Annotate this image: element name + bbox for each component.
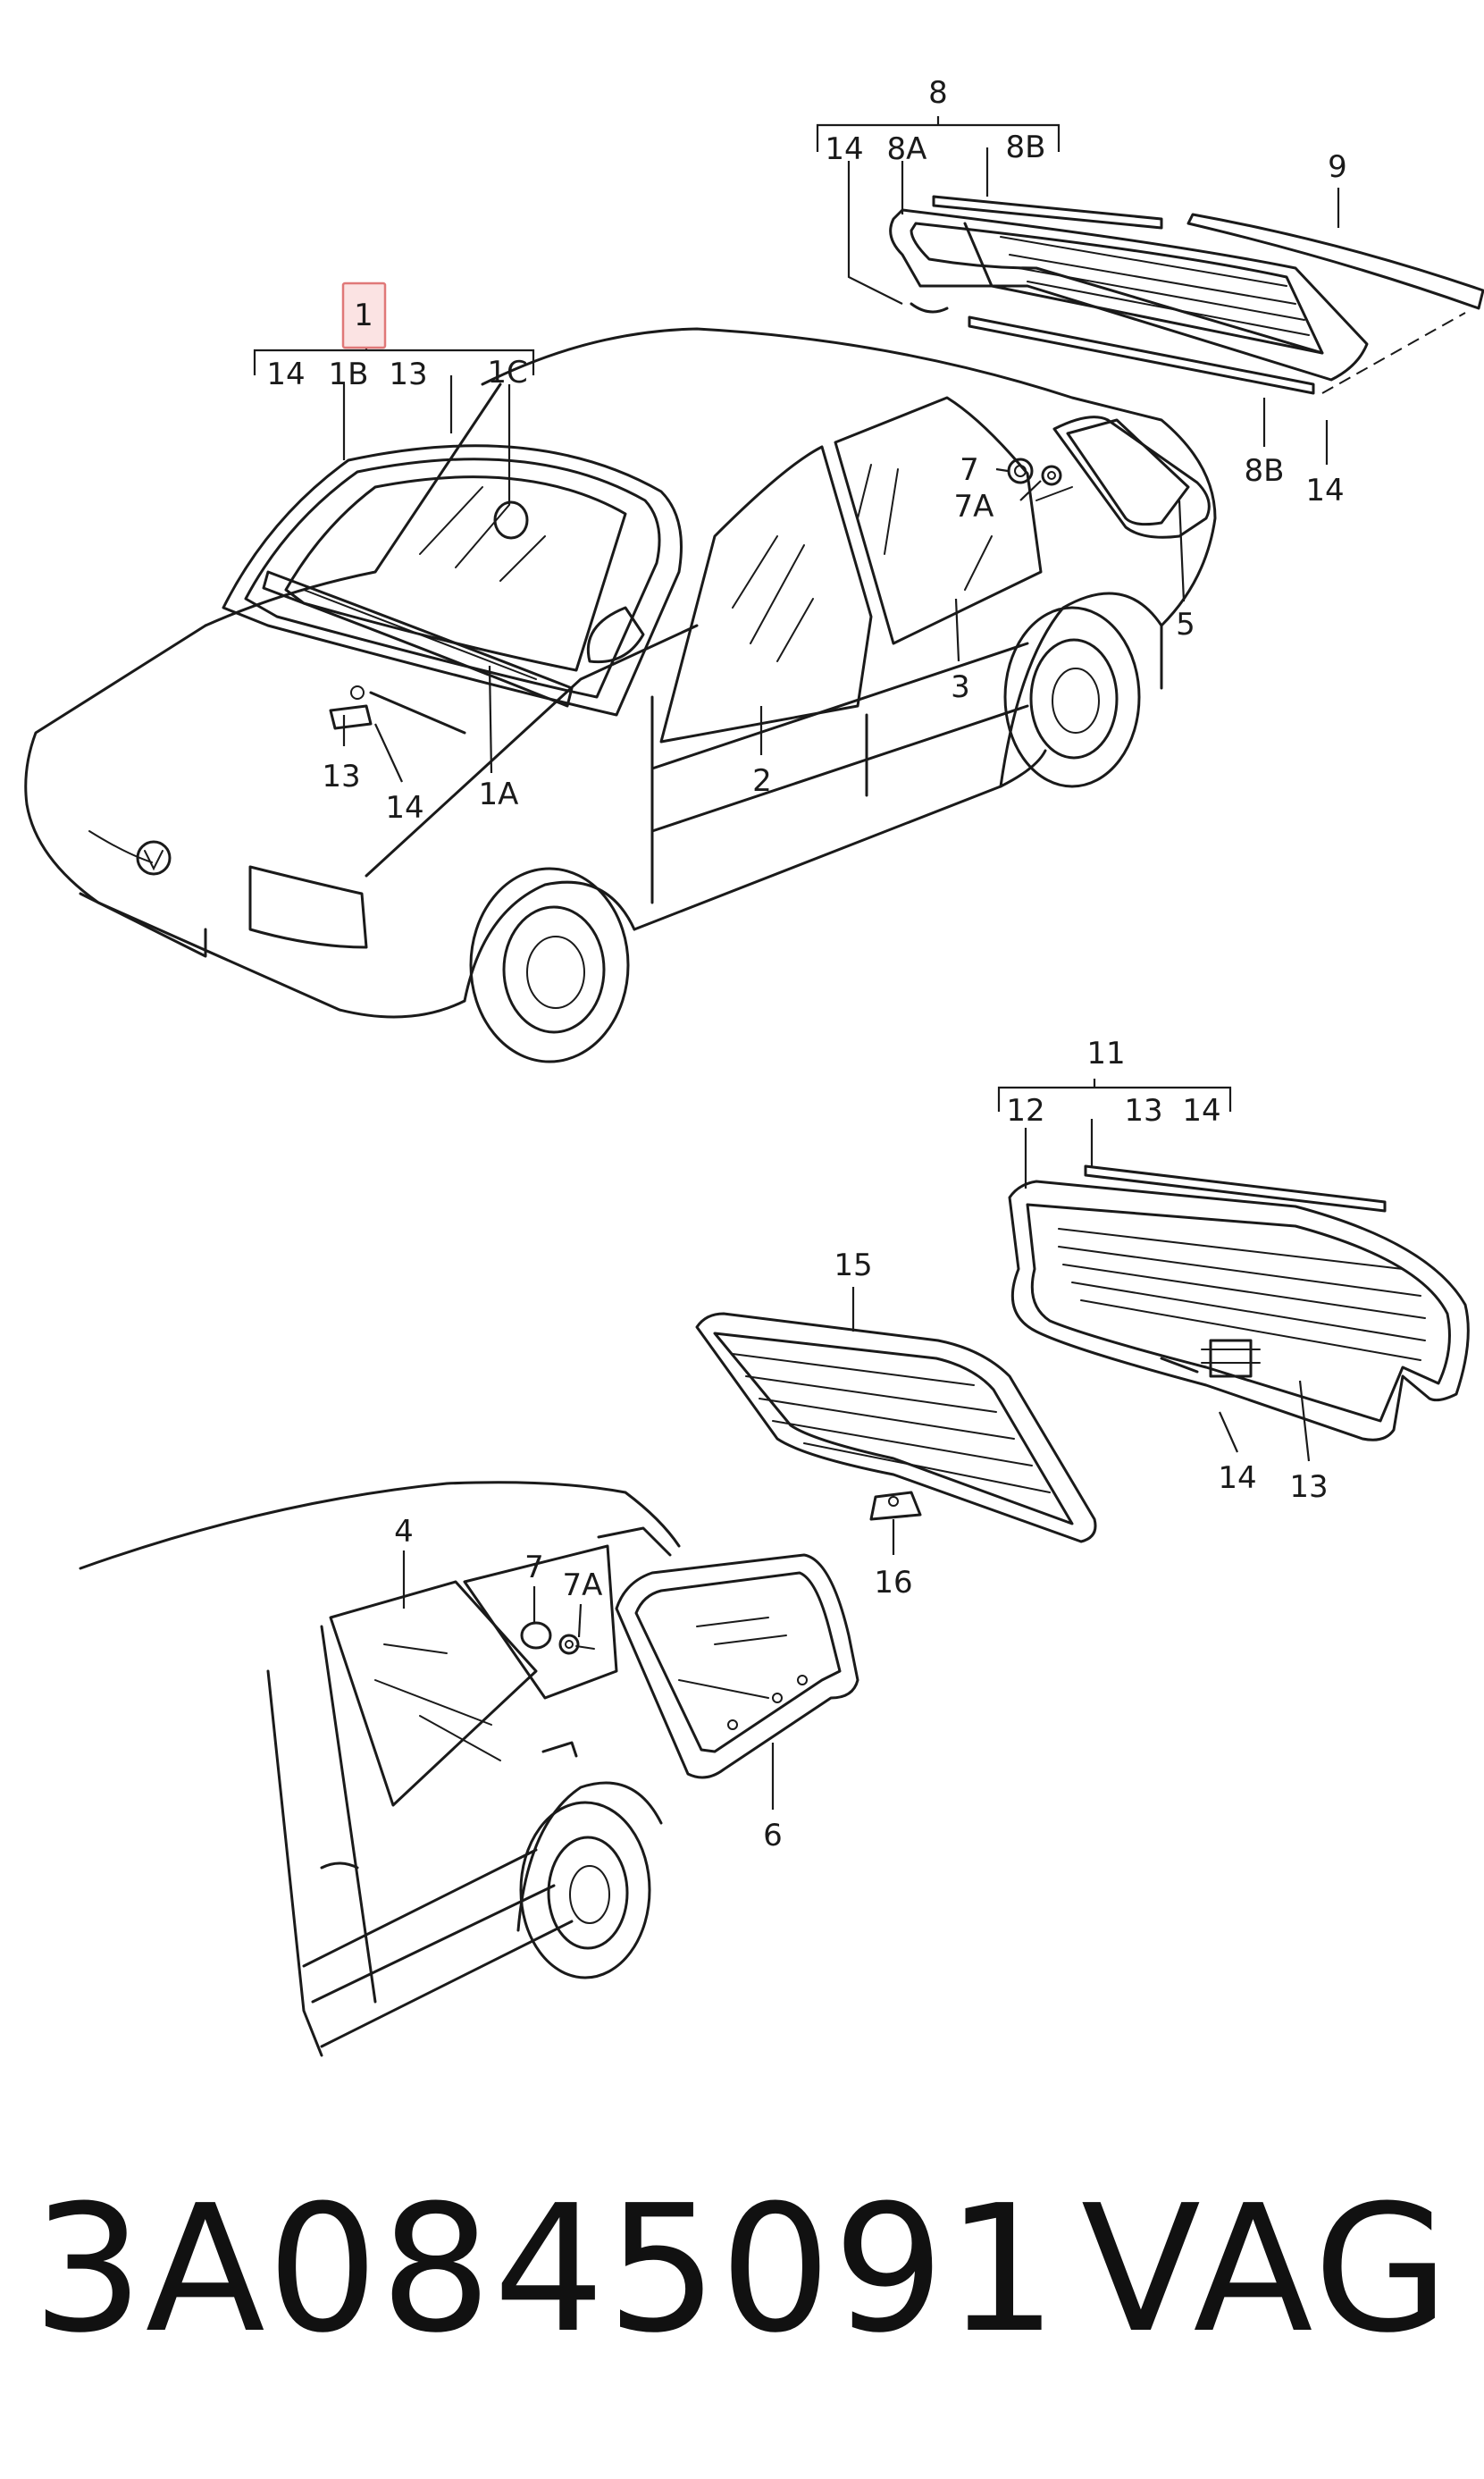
callout-13-wiper: 13 [322, 759, 360, 794]
callout-14-windscreen: 14 [266, 357, 305, 392]
callout-12: 12 [1006, 1093, 1044, 1129]
callout-9: 9 [1328, 149, 1347, 185]
footer: 3A0845091 VAG [32, 2163, 1453, 2377]
callout-4: 4 [394, 1514, 414, 1550]
rear-window-assembly-8 [889, 195, 1484, 395]
callout-15: 15 [834, 1248, 872, 1283]
callout-14-rear: 14 [1182, 1093, 1220, 1129]
trim-button-lower [520, 1621, 595, 1655]
estate-car-outline [79, 1481, 859, 2057]
part-1-highlight-box [341, 282, 387, 349]
trim-button-upper [1007, 458, 1073, 501]
callout-13-rear-window: 13 [1289, 1469, 1328, 1505]
callout-7-lower: 7 [524, 1550, 544, 1585]
callout-1c: 1C [487, 355, 527, 391]
callout-13-rear: 13 [1124, 1093, 1162, 1129]
rear-window-glass-11 [1008, 1164, 1470, 1441]
callout-7a-lower: 7A [563, 1567, 603, 1603]
callout-14-rear-top: 14 [825, 131, 863, 167]
callout-14-wiper: 14 [385, 790, 423, 826]
callout-8b-lower: 8B [1245, 453, 1285, 489]
callout-3: 3 [951, 669, 970, 705]
callout-5: 5 [1176, 607, 1195, 643]
sedan-car-outline [24, 327, 1217, 1063]
callout-7-upper: 7 [960, 452, 979, 488]
part-number: 3A0845091 [32, 2168, 1060, 2372]
callout-1b: 1B [329, 357, 369, 392]
callout-2: 2 [752, 763, 772, 799]
callout-labels: 1 14 1B 13 1C 13 14 1A 2 3 5 7 7A 8 14 8… [266, 75, 1346, 1853]
callout-16: 16 [874, 1565, 912, 1601]
callout-8: 8 [928, 75, 948, 111]
windscreen-assembly [222, 444, 683, 735]
rear-window-glass-15 [695, 1312, 1097, 1543]
callout-1a: 1A [479, 777, 519, 812]
callout-1: 1 [354, 298, 373, 333]
callout-11: 11 [1086, 1036, 1125, 1071]
callout-14-rear-lower: 14 [1305, 473, 1344, 508]
callout-7a-upper: 7A [954, 489, 994, 525]
callout-13-windscreen: 13 [389, 357, 427, 392]
callout-6: 6 [763, 1818, 783, 1853]
leader-lines [253, 116, 1340, 1810]
exploded-glass-parts-diagram: 1 14 1B 13 1C 13 14 1A 2 3 5 7 7A 8 14 8… [24, 75, 1484, 2057]
callout-8a: 8A [887, 131, 927, 167]
brand-name: VAG [1080, 2168, 1453, 2372]
callout-14-rear-window: 14 [1218, 1460, 1256, 1496]
callout-8b-top: 8B [1006, 130, 1046, 165]
